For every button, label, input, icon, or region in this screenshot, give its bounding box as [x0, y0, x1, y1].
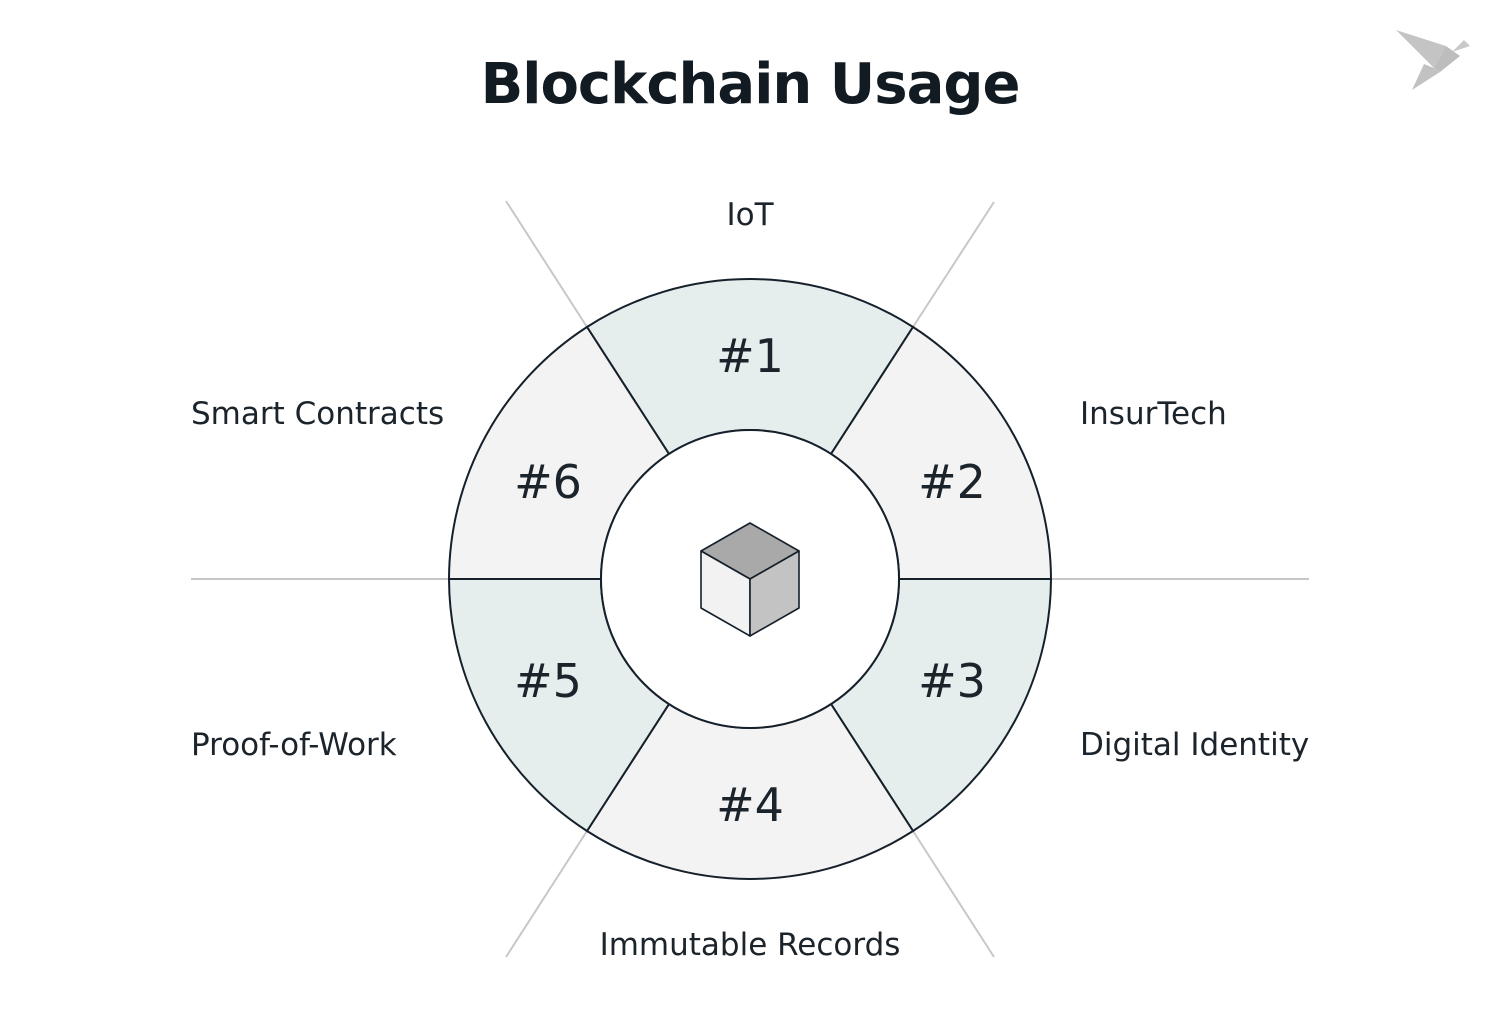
guide-lines [191, 200, 1309, 958]
label-iot: IoT [726, 197, 774, 233]
page-title: Blockchain Usage [480, 52, 1021, 117]
rank-5: #5 [514, 654, 582, 708]
rank-2: #2 [918, 455, 986, 509]
label-proof-of-work: Proof-of-Work [191, 727, 397, 763]
origami-bird-icon [1396, 30, 1470, 90]
label-insurtech: InsurTech [1080, 396, 1227, 432]
rank-3: #3 [918, 654, 986, 708]
rank-4: #4 [716, 778, 784, 832]
label-immutable-records: Immutable Records [599, 927, 901, 963]
cube-icon [700, 522, 800, 637]
rank-6: #6 [514, 455, 582, 509]
rank-1: #1 [716, 329, 784, 383]
label-digital-identity: Digital Identity [1080, 727, 1310, 763]
label-smart-contracts: Smart Contracts [191, 396, 445, 432]
